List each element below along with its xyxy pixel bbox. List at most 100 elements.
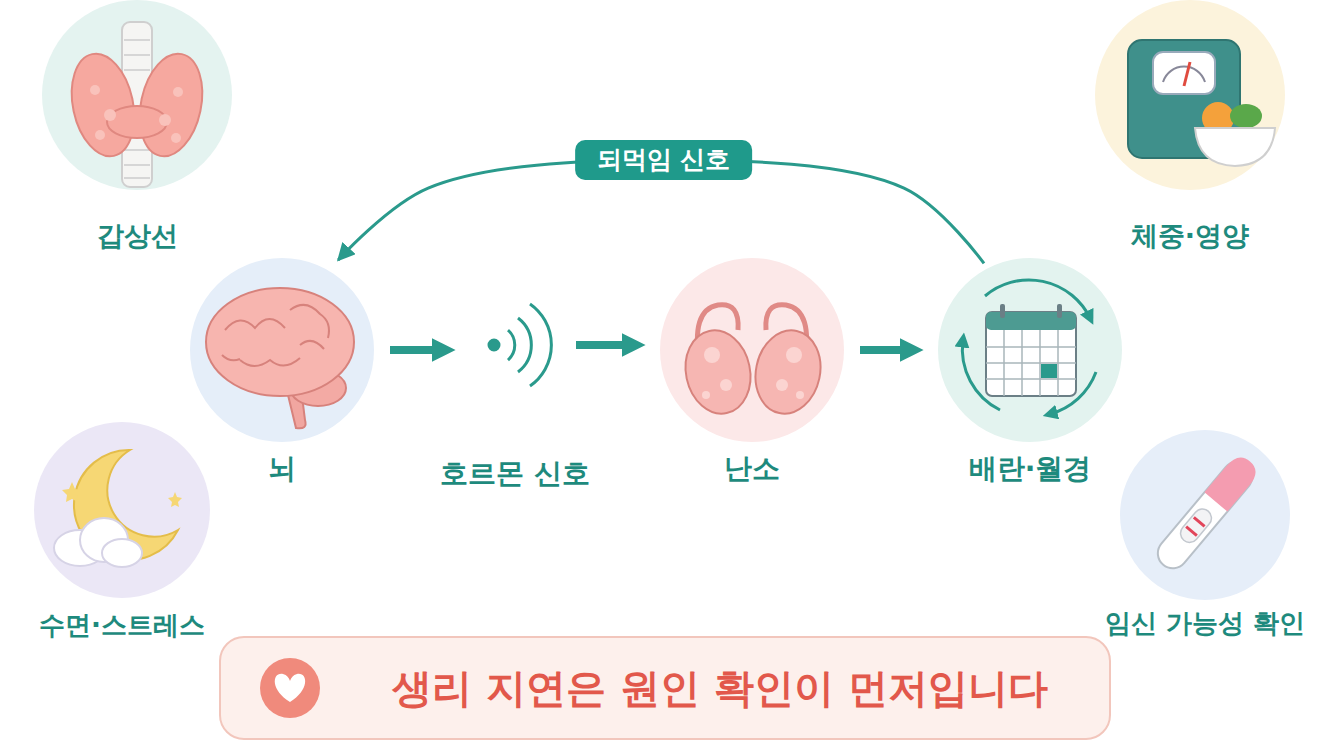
node-label: 호르몬 신호 <box>440 457 590 491</box>
thyroid-icon-part-part <box>95 130 105 140</box>
node-label: 난소 <box>724 452 780 486</box>
banner-ground-part <box>260 658 320 718</box>
moon-icon <box>54 450 182 567</box>
test-icon-part <box>1186 527 1197 536</box>
moon-icon-part <box>168 492 182 507</box>
thyroid-icon-part <box>107 106 167 138</box>
calendar-icon-part-part <box>1039 330 1041 396</box>
node-shape <box>470 295 560 395</box>
test-icon-part <box>1204 452 1261 512</box>
node-label: 수면·스트레스 <box>39 610 205 641</box>
node-shape <box>1120 430 1290 600</box>
calendar-icon-part <box>986 312 1076 396</box>
bg-circles-part <box>1120 430 1290 600</box>
thyroid-icon-part-part <box>104 109 116 121</box>
banner-box: 생리 지연은 원인 확인이 먼저입니다 <box>220 637 1110 739</box>
node-shape <box>42 0 232 190</box>
factor-circle: 갑상선 <box>42 0 232 190</box>
ovary-icon-part-part <box>702 391 710 399</box>
banner-ground-part <box>220 637 1110 739</box>
factor-circle: 임신 가능성 확인 <box>1120 430 1290 600</box>
calendar-icon-part-part <box>1003 330 1005 396</box>
thyroid-icon-part-part <box>124 54 150 56</box>
thyroid-icon-part-part <box>124 39 150 41</box>
thyroid-icon-part <box>90 85 183 143</box>
test-icon-part <box>1194 517 1205 526</box>
calendar-icon-part-part <box>1057 330 1059 396</box>
calendar-icon-part-part <box>986 378 1076 380</box>
thyroid-icon-part-part <box>171 133 181 143</box>
ovary-icon-part <box>702 347 804 399</box>
factor-circle: 체중·영양 <box>1095 0 1285 190</box>
bg-circles <box>34 0 1290 600</box>
signal-icon-part <box>508 330 515 360</box>
connector-arrow <box>576 341 624 349</box>
brain-icon-part-part <box>290 305 329 338</box>
brain-icon-part-part <box>225 319 285 330</box>
calendar-icon-part <box>986 312 1076 330</box>
moon-icon-part <box>54 518 142 567</box>
node-label: 갑상선 <box>97 220 178 252</box>
signal-icon-part <box>518 318 531 372</box>
test-icon <box>1152 452 1262 575</box>
thyroid-icon-part-part <box>159 114 171 126</box>
process-circle: 배란·월경 <box>938 258 1122 442</box>
node-shape <box>190 258 374 442</box>
calendar-icon-part <box>1057 304 1062 318</box>
ovary-icon-part <box>678 324 758 419</box>
ovary-icon-part-part <box>720 379 732 391</box>
bg-circles-part <box>1095 0 1285 190</box>
calendar-icon-part <box>1041 364 1057 378</box>
bg-circles-part <box>190 258 374 442</box>
thyroid-icon <box>63 22 211 187</box>
brain-icon-part <box>206 288 354 396</box>
calendar-icon-part-part <box>986 362 1076 364</box>
thyroid-icon-part-part <box>124 164 150 166</box>
moon-icon-part <box>62 482 82 502</box>
thyroid-icon-part-part <box>124 69 150 71</box>
test-icon-part <box>1177 505 1215 546</box>
thyroid-icon-part-part <box>124 149 150 151</box>
connector-arrow <box>390 346 434 354</box>
signal-icon-part <box>489 340 499 350</box>
node-label: 뇌 <box>268 452 296 486</box>
process-circle: 뇌 <box>190 258 374 442</box>
ovary-icon-part-part <box>704 347 720 363</box>
scale-icon <box>1128 40 1275 166</box>
signal-icon <box>489 304 551 386</box>
node-shape <box>938 258 1122 442</box>
scale-icon-part <box>1184 62 1190 86</box>
bg-circles-part <box>34 422 210 598</box>
bg-circles-part <box>660 258 844 442</box>
calendar-icon-part-part <box>986 346 1076 348</box>
thyroid-icon-part <box>63 48 143 162</box>
factor-circle: 수면·스트레스 <box>34 422 210 598</box>
node-shape <box>660 258 844 442</box>
signal-icon-part <box>530 304 551 386</box>
signal-step: 호르몬 신호 <box>470 295 560 395</box>
process-circle: 난소 <box>660 258 844 442</box>
banner-ground <box>220 637 1110 739</box>
node-label: 배란·월경 <box>969 452 1092 486</box>
node-label: 체중·영양 <box>1131 220 1249 252</box>
bg-circles-part <box>42 0 232 190</box>
banner-ground-part <box>275 674 305 702</box>
brain-icon-part <box>222 305 329 366</box>
brain-icon-part-part <box>222 355 240 360</box>
thyroid-icon-part-part <box>124 177 150 179</box>
brain-icon <box>206 288 354 428</box>
node-label: 임신 가능성 확인 <box>1105 608 1305 639</box>
calendar-icon-part <box>986 330 1076 396</box>
ovary-icon-part-part <box>796 391 804 399</box>
brain-icon-part-part <box>240 358 300 366</box>
calendar-icon <box>962 280 1096 414</box>
brain-icon-part-part <box>300 341 324 349</box>
ovary-icon-part-part <box>776 379 788 391</box>
ovary-icon-part-part <box>786 347 802 363</box>
thyroid-icon-part-part <box>90 85 100 95</box>
scale-icon-part <box>1153 52 1215 94</box>
thyroid-icon-part <box>131 48 211 162</box>
bg-circles-part <box>938 258 1122 442</box>
moon-icon-part-part <box>102 539 142 567</box>
